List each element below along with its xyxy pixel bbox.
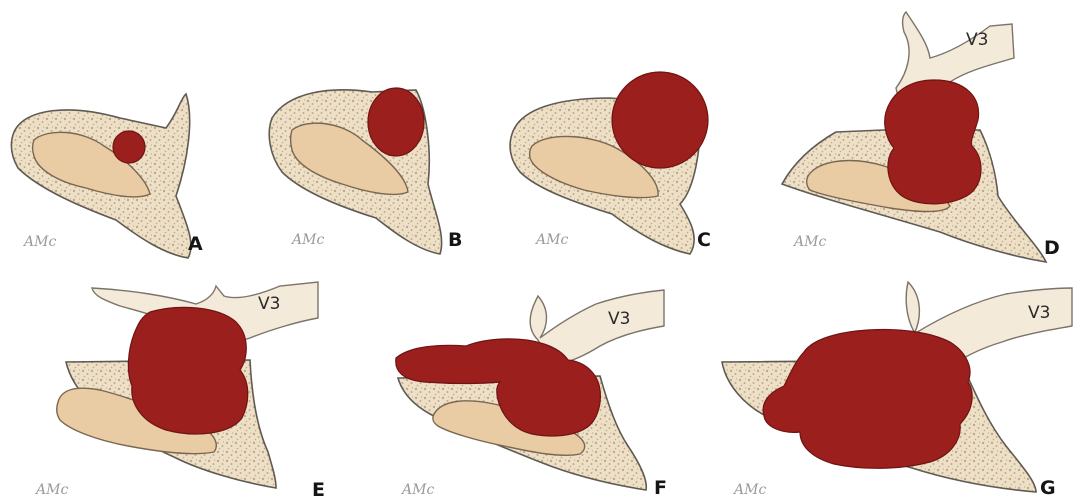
tumor: [113, 131, 145, 163]
panel-letter: A: [188, 233, 203, 255]
tumor: [612, 72, 708, 168]
panel-d: V3 D AMc: [782, 12, 1060, 262]
signature-mark: AMc: [34, 482, 68, 498]
tumor: [128, 307, 247, 434]
panel-letter: B: [448, 229, 462, 251]
signature-mark: AMc: [732, 482, 766, 498]
panel-a: A AMc: [11, 94, 203, 258]
tumor: [885, 80, 981, 204]
panel-f: V3 F AMc: [396, 290, 667, 499]
panel-g: V3 G AMc: [722, 282, 1072, 499]
signature-mark: AMc: [290, 232, 324, 248]
tumor: [763, 330, 972, 469]
panel-letter: G: [1040, 477, 1056, 499]
panel-letter: E: [312, 479, 325, 500]
nerve-label: V3: [608, 309, 630, 329]
signature-mark: AMc: [400, 482, 434, 498]
panel-letter: D: [1044, 237, 1060, 259]
panel-e: V3 E AMc: [34, 282, 325, 500]
signature-mark: AMc: [534, 232, 568, 248]
signature-mark: AMc: [22, 234, 56, 250]
nerve-label: V3: [1028, 303, 1050, 323]
panel-c: C AMc: [510, 72, 711, 254]
panel-b: B AMc: [269, 88, 462, 254]
panel-letter: F: [654, 477, 667, 499]
tumor: [368, 88, 424, 156]
nerve-label: V3: [966, 30, 988, 50]
signature-mark: AMc: [792, 234, 826, 250]
nerve-label: V3: [258, 294, 280, 314]
panel-letter: C: [697, 229, 711, 251]
